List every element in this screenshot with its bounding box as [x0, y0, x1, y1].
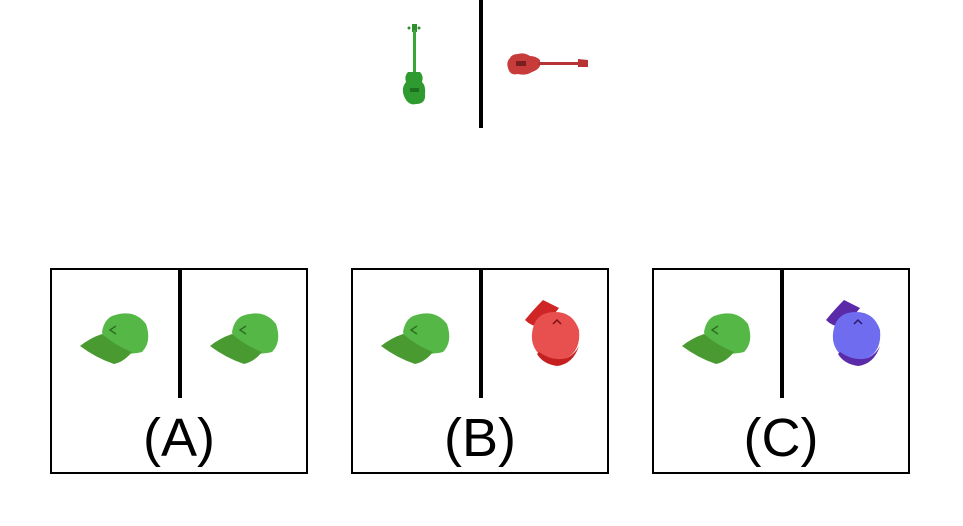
choice-label: (C): [743, 408, 819, 468]
bass-guitar-icon: [504, 46, 590, 82]
choice-label: (A): [143, 408, 215, 468]
choice-divider: [479, 270, 483, 398]
baseball-cap-icon: [503, 294, 593, 384]
question-divider: [479, 0, 483, 128]
baseball-cap-icon: [804, 294, 894, 384]
bass-guitar-icon: [396, 24, 432, 106]
baseball-cap-icon: [674, 294, 764, 384]
choice-label: (B): [444, 408, 516, 468]
choice-c[interactable]: (C): [652, 268, 910, 474]
choice-b[interactable]: (B): [351, 268, 609, 474]
baseball-cap-icon: [202, 294, 292, 384]
baseball-cap-icon: [373, 294, 463, 384]
choice-divider: [780, 270, 784, 398]
choice-divider: [178, 270, 182, 398]
choice-a[interactable]: (A): [50, 268, 308, 474]
baseball-cap-icon: [72, 294, 162, 384]
